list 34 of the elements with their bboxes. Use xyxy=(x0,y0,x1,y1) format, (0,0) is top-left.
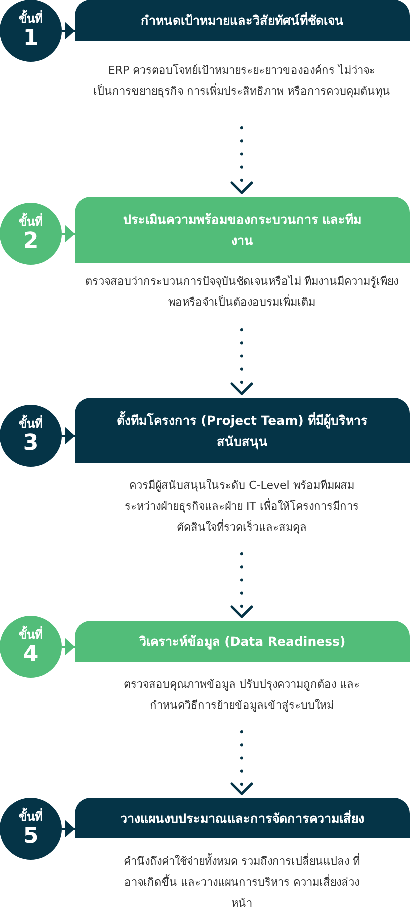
step-number: 2 xyxy=(23,230,39,254)
step-banner xyxy=(75,398,410,463)
step-label: ขั้นที่ xyxy=(19,214,43,230)
step-label: ขั้นที่ xyxy=(19,809,43,825)
step-number: 1 xyxy=(23,27,39,51)
step-description: คำนึงถึงค่าใช้จ่ายทั้งหมด รวมถึงการเปลี่ยนแปลง ที่อาจเกิดขึ้น และวางแผนการบริหาร ความเสี่ยงล่วงหน้า xyxy=(117,848,367,916)
step-title: ประเมินความพร้อมของกระบวนการ และทีมงาน xyxy=(122,211,363,250)
step-description: ตรวจสอบว่ากระบวนการปัจจุบันชัดเจนหรือไม่ ทีมงานมีความรู้เพียงพอหรือจำเป็นต้องอบรมเพิ่มเติม xyxy=(82,268,402,316)
step-banner xyxy=(75,798,410,838)
pointer-arrow xyxy=(62,638,75,656)
pointer-arrow xyxy=(62,22,75,40)
step-title: กำหนดเป้าหมายและวิสัยทัศน์ที่ชัดเจน xyxy=(141,11,344,30)
step-title: ตั้งทีมโครงการ (Project Team) ที่มีผู้บริหารสนับสนุน xyxy=(116,410,370,452)
step-description: ควรมีผู้สนับสนุนในระดับ C-Level พร้อมทีมผสมระหว่างฝ่ายธุรกิจและฝ่าย IT เพื่อให้โครงการมีการตัดสินใจที่รวดเร็วและสมดุล xyxy=(117,472,367,540)
step-label: ขั้นที่ xyxy=(19,11,43,27)
step-title: วางแผนงบประมาณและการจัดการความเสี่ยง xyxy=(120,809,364,828)
step-title: วิเคราะห์ข้อมูล (Data Readiness) xyxy=(139,633,346,652)
pointer-arrow xyxy=(62,820,75,838)
step-number: 5 xyxy=(23,825,39,849)
pointer-arrow xyxy=(62,225,75,243)
step-number: 4 xyxy=(23,643,39,667)
step-number: 3 xyxy=(23,432,39,456)
dotted-arrow xyxy=(230,730,254,796)
dotted-arrow xyxy=(230,126,254,194)
step-description: ตรวจสอบคุณภาพข้อมูล ปรับปรุงความถูกต้อง และกำหนดวิธีการย้ายข้อมูลเข้าสู่ระบบใหม่ xyxy=(112,672,372,718)
pointer-arrow xyxy=(62,427,75,445)
step-banner xyxy=(75,621,410,662)
step-banner xyxy=(75,0,410,41)
dotted-arrow xyxy=(230,552,254,618)
step-label: ขั้นที่ xyxy=(19,627,43,643)
step-banner xyxy=(75,197,410,263)
dotted-arrow xyxy=(230,328,254,396)
step-description: ERP ควรตอบโจทย์เป้าหมายระยะยาวขององค์กร ไม่ว่าจะเป็นการขยายธุรกิจ การเพิ่มประสิทธิภาพ หรือการควบคุมต้นทุน xyxy=(92,48,392,114)
step-label: ขั้นที่ xyxy=(19,416,43,432)
